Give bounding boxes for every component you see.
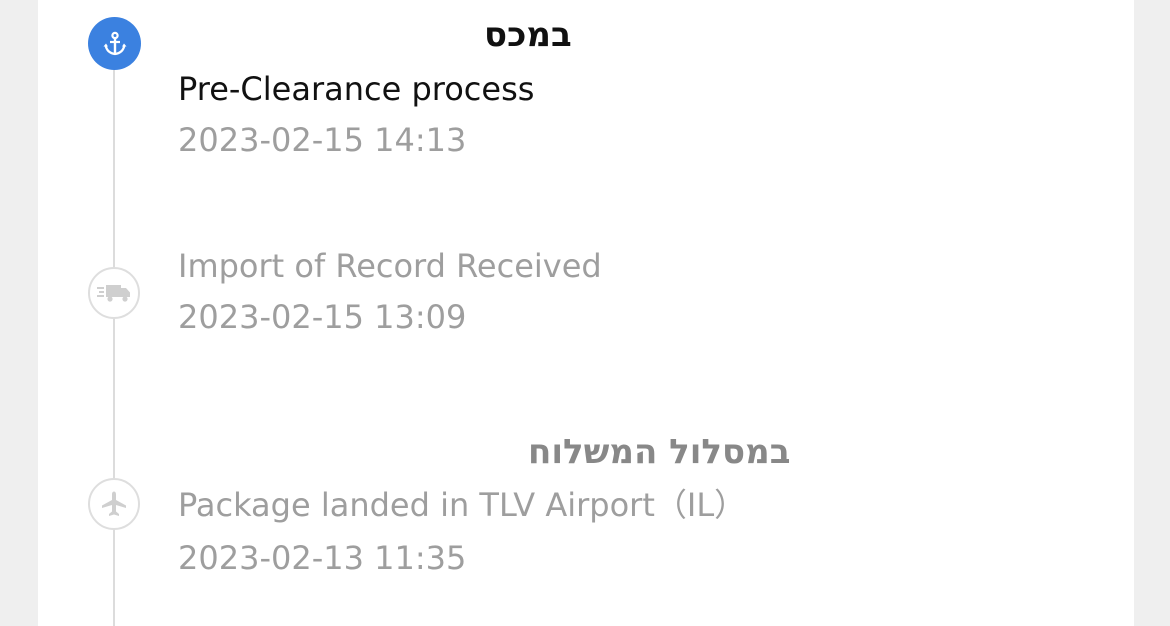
event-description: Import of Record Received [178, 247, 602, 285]
timeline-node [88, 478, 140, 530]
group-title-in-transit: במסלול המשלוח [528, 432, 791, 472]
timeline-node [88, 267, 140, 319]
event-timestamp: 2023-02-13 11:35 [178, 539, 467, 577]
event-description: Package landed in TLV Airport（IL） [178, 486, 747, 524]
tracking-timeline-card: במכס Pre-Clearance process 2023-02-15 14… [38, 0, 1134, 626]
event-timestamp: 2023-02-15 14:13 [178, 121, 467, 159]
anchor-icon [102, 31, 128, 57]
truck-icon [97, 282, 131, 304]
event-timestamp: 2023-02-15 13:09 [178, 298, 467, 336]
airplane-icon [100, 490, 128, 518]
group-title-customs: במכס [484, 15, 572, 55]
event-description: Pre-Clearance process [178, 70, 535, 108]
timeline-node-active [88, 17, 141, 70]
timeline-line [113, 58, 115, 626]
